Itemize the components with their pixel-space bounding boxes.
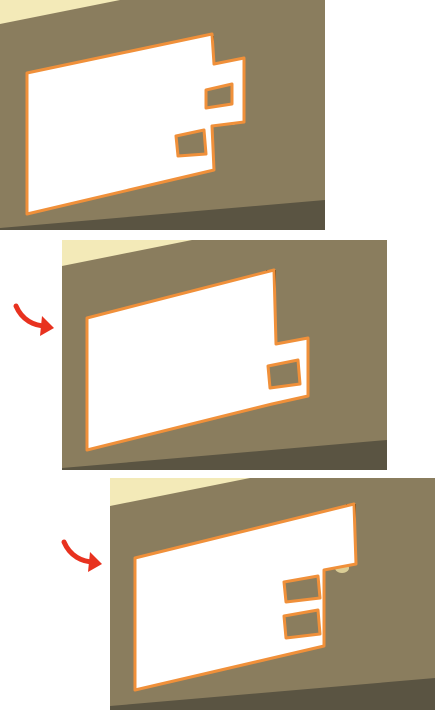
wall-cutout-illustration-2	[62, 240, 387, 470]
curved-red-arrow-icon	[12, 300, 56, 340]
diagram-panel-1	[0, 0, 325, 230]
wall-top-edge	[0, 0, 120, 24]
wall-cutout-illustration-3	[110, 478, 435, 710]
diagram-panel-2	[62, 240, 387, 470]
cutout-outline	[133, 502, 358, 692]
wall-floor-edge	[0, 200, 325, 230]
curved-red-arrow-icon	[60, 536, 104, 576]
wall-floor-edge	[62, 440, 387, 470]
cutout-outline	[25, 32, 246, 216]
wall-cutout-illustration-1	[0, 0, 325, 230]
wall-top-edge	[110, 478, 250, 506]
wall-top-edge	[62, 240, 192, 266]
cutout-outline	[85, 268, 310, 452]
diagram-panel-3	[110, 478, 435, 710]
wall-floor-edge	[110, 678, 435, 710]
